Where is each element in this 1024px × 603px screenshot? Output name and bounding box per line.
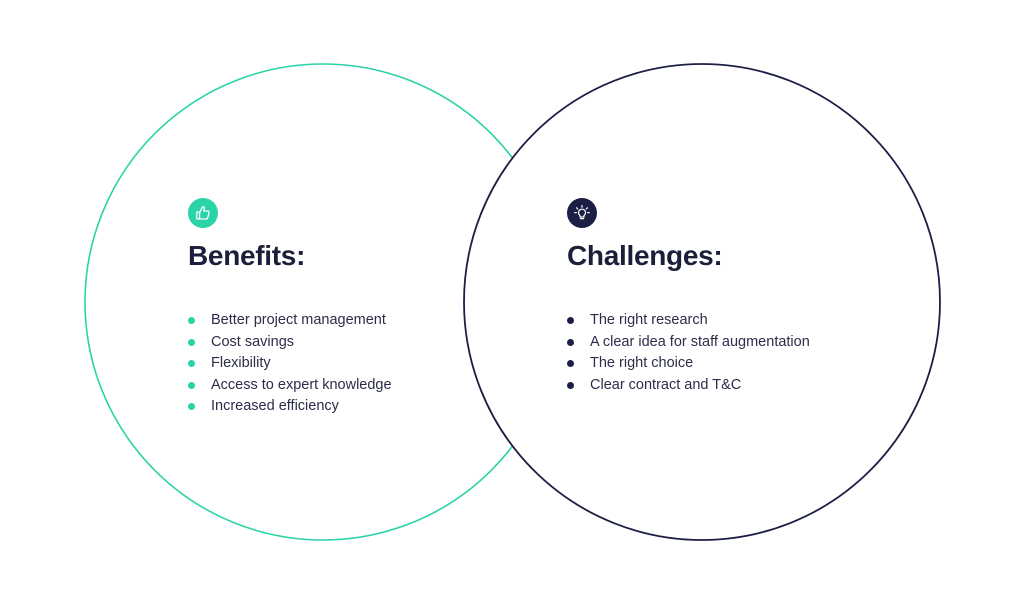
list-item-text: Cost savings — [211, 333, 295, 350]
bullet-dot — [188, 381, 195, 389]
bullet-dot — [567, 317, 574, 324]
benefits-panel: Benefits: Better project management Cost… — [188, 198, 488, 418]
lightbulb-icon — [574, 205, 590, 220]
list-item: Cost savings — [188, 332, 488, 354]
bullet-dot — [188, 360, 195, 367]
bullet-dot — [188, 338, 195, 346]
thumbs-up-icon — [196, 206, 210, 220]
bullet-dot — [567, 360, 574, 367]
list-item-text: A clear idea for staff augmentation — [590, 333, 810, 350]
list-item-text: The right choice — [590, 355, 694, 371]
list-item: The right choice — [567, 353, 867, 375]
list-item-text: The right research — [590, 312, 708, 328]
benefits-title: Benefits: — [188, 240, 306, 271]
challenges-list: The right research A clear idea for staf… — [567, 310, 867, 396]
challenges-icon-badge — [567, 198, 597, 228]
list-item-text: Better project management — [211, 312, 386, 328]
list-item: The right research — [567, 310, 867, 332]
benefits-list: Better project management Cost savings F… — [188, 310, 488, 418]
bullet-dot — [188, 317, 195, 324]
bullet-dot — [567, 381, 574, 389]
bullet-dot — [188, 403, 195, 410]
list-item-text: Flexibility — [211, 355, 271, 371]
challenges-title: Challenges: — [567, 240, 723, 271]
list-item-text: Clear contract and T&C — [590, 376, 742, 393]
challenges-panel: Challenges: The right research A clear i… — [567, 198, 867, 396]
list-item-text: Increased efficiency — [211, 398, 339, 414]
list-item: Flexibility — [188, 353, 488, 375]
list-item: Increased efficiency — [188, 396, 488, 418]
bullet-dot — [567, 338, 574, 346]
list-item: A clear idea for staff augmentation — [567, 332, 867, 354]
list-item: Better project management — [188, 310, 488, 332]
benefits-icon-badge — [188, 198, 218, 228]
list-item-text: Access to expert knowledge — [211, 376, 392, 393]
list-item: Clear contract and T&C — [567, 375, 867, 397]
challenges-circle — [463, 63, 941, 541]
list-item: Access to expert knowledge — [188, 375, 488, 397]
